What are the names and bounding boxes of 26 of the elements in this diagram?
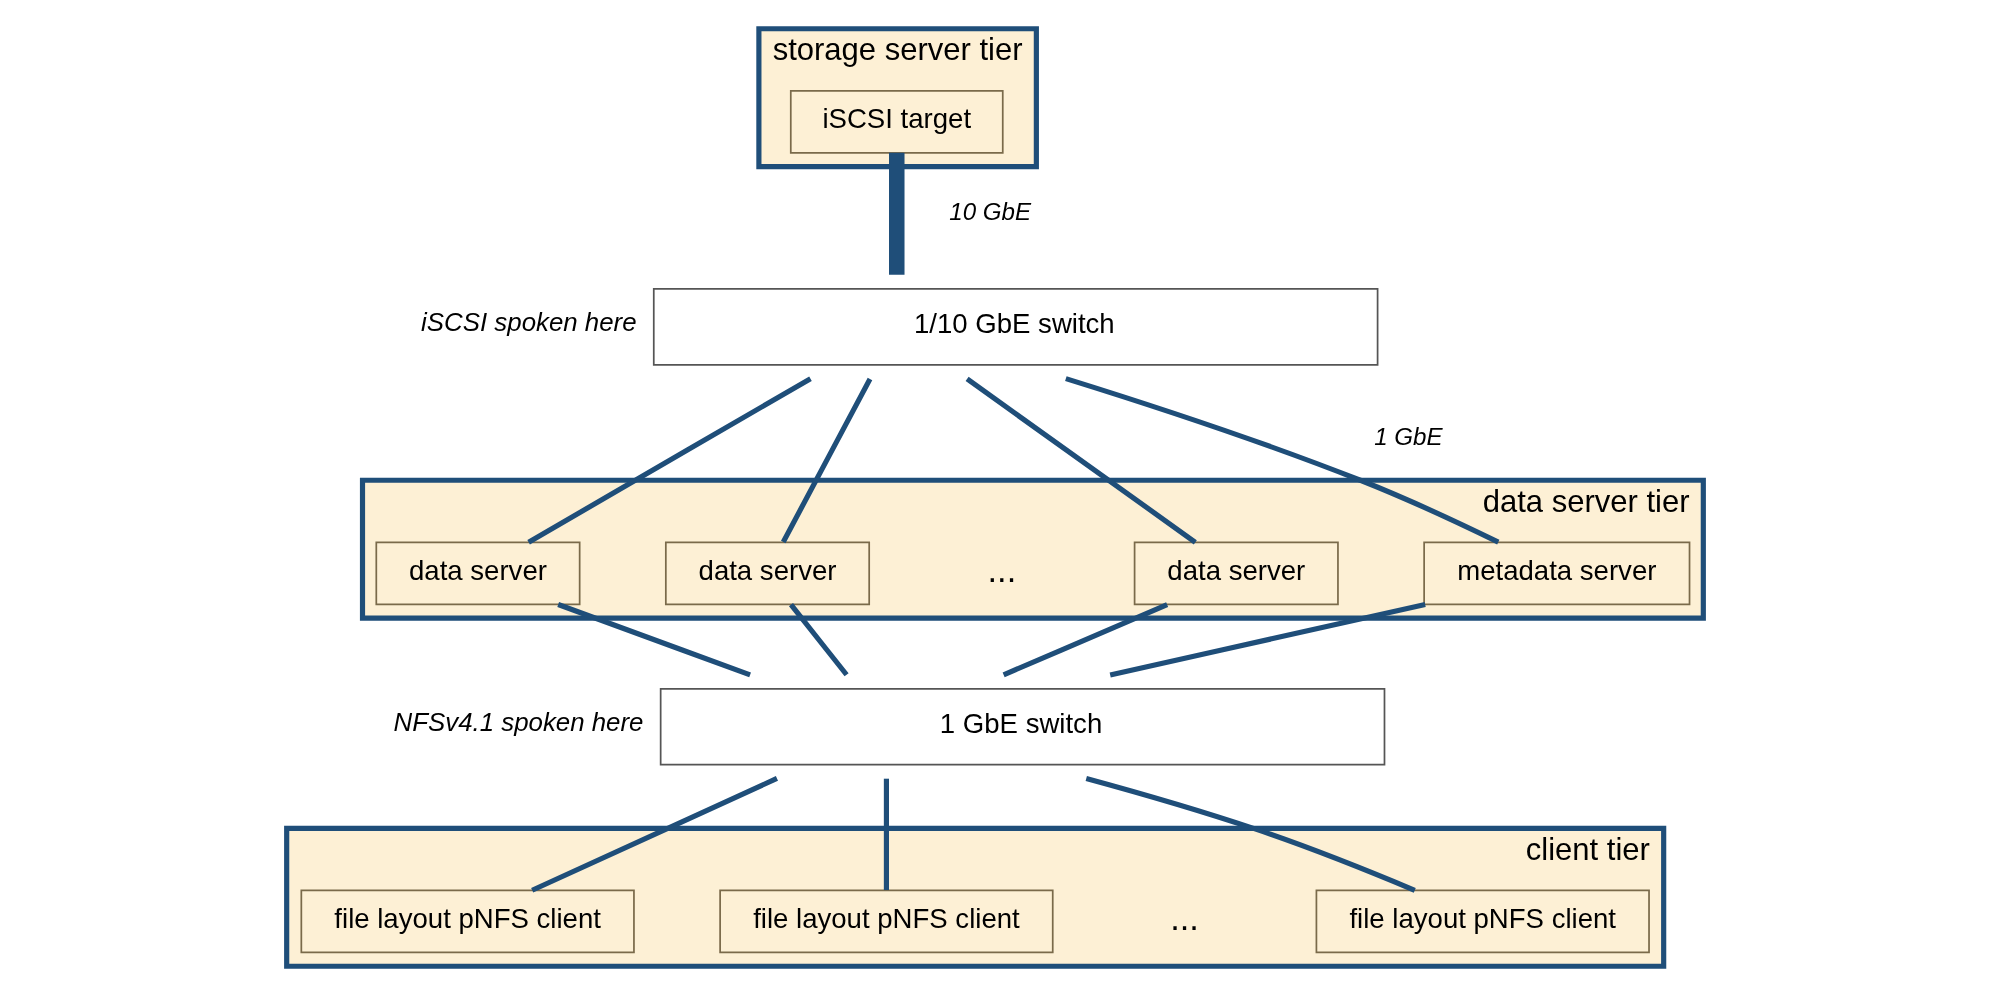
node-label: NFSv4.1 spoken here xyxy=(393,708,644,737)
label: ... xyxy=(1170,899,1199,938)
node-box: file layout pNFS client xyxy=(719,889,1054,954)
node-box: file layout pNFS client xyxy=(300,889,635,954)
edge-label: 1 GbE xyxy=(1374,423,1443,451)
node-label: iSCSI spoken here xyxy=(421,308,637,337)
connector xyxy=(527,376,812,545)
connector xyxy=(1109,601,1426,678)
connector xyxy=(531,776,778,893)
connector xyxy=(889,152,905,275)
connector xyxy=(781,377,873,544)
label: ... xyxy=(987,550,1017,589)
connector xyxy=(788,603,849,677)
connector xyxy=(1002,602,1169,678)
connector xyxy=(965,376,1197,545)
edge-label: 10 GbE xyxy=(949,197,1032,225)
connector xyxy=(883,778,889,891)
node-box: data server xyxy=(1133,541,1339,606)
connector xyxy=(1085,775,1416,893)
node-box: metadata server xyxy=(1423,541,1691,606)
node-box: iSCSI target xyxy=(789,89,1004,154)
node-box: data server xyxy=(375,541,581,606)
connector xyxy=(557,602,751,678)
node-box: data server xyxy=(664,541,871,606)
connector xyxy=(1065,376,1500,545)
node-box: file layout pNFS client xyxy=(1315,889,1650,954)
